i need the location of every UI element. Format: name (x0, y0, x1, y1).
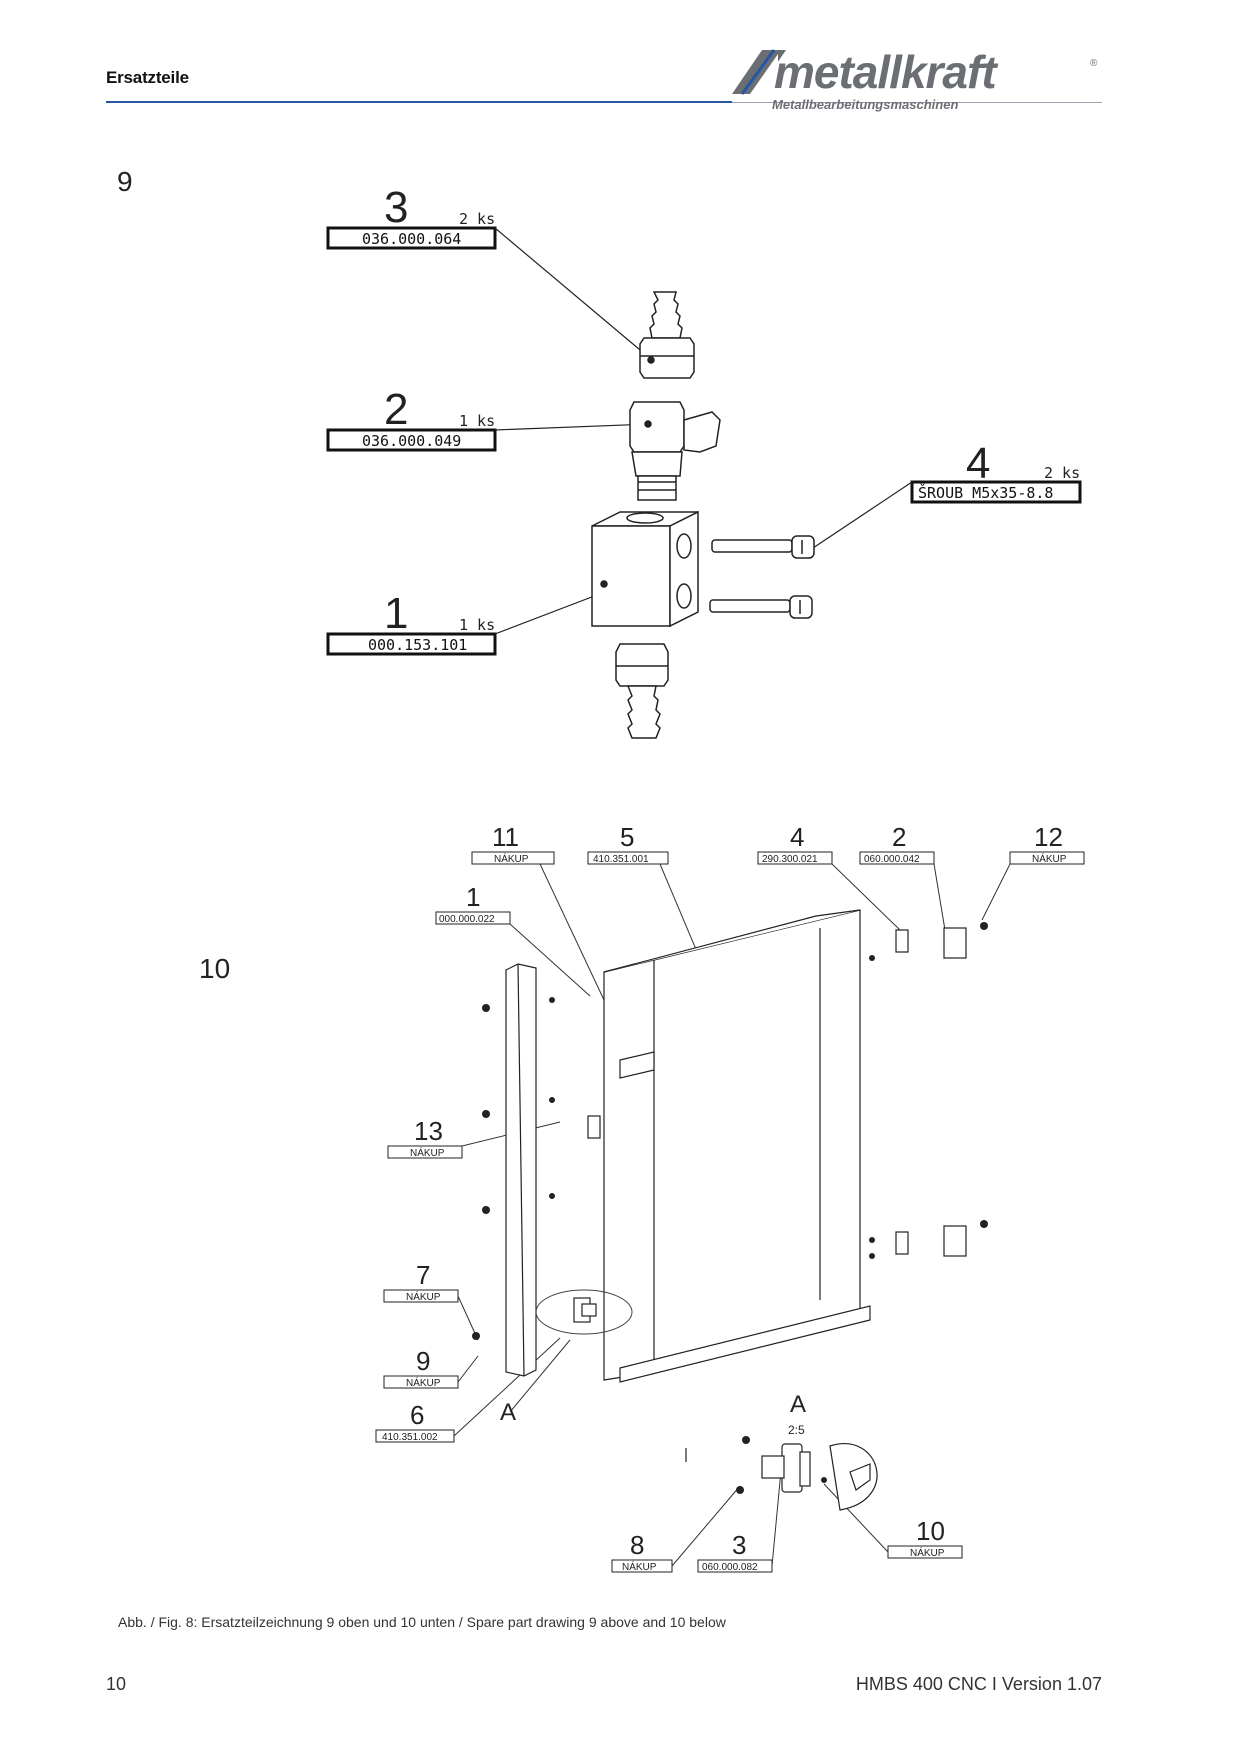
document-version: HMBS 400 CNC I Version 1.07 (855, 1674, 1102, 1694)
page-number: 10 (106, 1674, 127, 1694)
part-label-8: 8 NÁKUP (611, 1530, 673, 1573)
svg-text:1 ks: 1 ks (459, 616, 495, 634)
brand-logo: metallkraft ® Metallbearbeitungsmaschine… (732, 46, 1098, 112)
header-rule-grey (732, 102, 1102, 103)
drawing-9: 3 2 ks 036.000.064 2 1 ks 036.000.049 1 … (326, 183, 1082, 739)
svg-text:1: 1 (384, 589, 408, 638)
svg-text:410.351.002: 410.351.002 (382, 1432, 438, 1443)
hinge-upper (895, 927, 967, 959)
svg-text:13: 13 (414, 1116, 443, 1146)
section-title: Ersatzteile (106, 68, 189, 87)
brand-subtitle: Metallbearbeitungsmaschinen (772, 97, 958, 112)
svg-text:036.000.049: 036.000.049 (362, 432, 461, 450)
svg-text:5: 5 (620, 822, 634, 852)
detail-label-a: A (500, 1399, 516, 1426)
svg-text:NÁKUP: NÁKUP (910, 1546, 945, 1559)
svg-text:4: 4 (790, 822, 804, 852)
header-rule (106, 101, 732, 103)
svg-text:NÁKUP: NÁKUP (410, 1146, 445, 1159)
svg-text:NÁKUP: NÁKUP (406, 1290, 441, 1303)
svg-text:000.153.101: 000.153.101 (368, 636, 467, 654)
bolt-lower (709, 595, 813, 619)
part-label-3: 3 2 ks 036.000.064 (326, 183, 497, 250)
svg-text:10: 10 (916, 1516, 945, 1546)
latch-assembly (573, 1297, 597, 1323)
manifold-block (591, 510, 699, 628)
part-label-4: 4 2 ks ŠROUB M5x35-8.8 (910, 439, 1082, 504)
hinge-strip (505, 963, 537, 1377)
ball-valve (629, 401, 721, 501)
svg-text:036.000.064: 036.000.064 (362, 230, 461, 248)
part-label-2: 2 1 ks 036.000.049 (326, 385, 497, 452)
part-label-9: 9 NÁKUP (383, 1346, 459, 1389)
bolt-upper (711, 535, 815, 559)
brand-name: metallkraft (774, 46, 998, 98)
figure-caption: Abb. / Fig. 8: Ersatzteilzeichnung 9 obe… (118, 1614, 726, 1630)
svg-text:060.000.042: 060.000.042 (864, 854, 920, 865)
part-label-11: 11 NÁKUP (471, 822, 555, 865)
svg-text:ŠROUB M5x35-8.8: ŠROUB M5x35-8.8 (918, 483, 1053, 502)
svg-text:3: 3 (732, 1530, 746, 1560)
svg-text:2 ks: 2 ks (459, 210, 495, 228)
svg-text:1 ks: 1 ks (459, 412, 495, 430)
part-label-6: 6 410.351.002 (375, 1400, 455, 1443)
svg-text:410.351.001: 410.351.001 (593, 854, 649, 865)
brand-reg: ® (1090, 58, 1098, 69)
svg-text:2: 2 (892, 822, 906, 852)
svg-text:11: 11 (492, 822, 519, 852)
figure-number-9: 9 (117, 166, 133, 197)
part-label-7: 7 NÁKUP (383, 1260, 459, 1303)
svg-text:290.300.021: 290.300.021 (762, 854, 818, 865)
detail-a-view (685, 1443, 878, 1511)
detail-scale: 2:5 (788, 1423, 805, 1437)
svg-text:000.000.022: 000.000.022 (439, 914, 495, 925)
svg-text:NÁKUP: NÁKUP (406, 1376, 441, 1389)
svg-text:1: 1 (466, 882, 480, 912)
hose-fitting-upper (639, 291, 695, 379)
hinge-lower (895, 1225, 967, 1257)
drawing-10: 11 NÁKUP 5 410.351.001 4 290.300.021 2 0… (375, 822, 1085, 1573)
part-label-1: 1 1 ks 000.153.101 (326, 589, 497, 656)
screws (472, 922, 988, 1494)
svg-text:NÁKUP: NÁKUP (494, 852, 529, 865)
svg-text:2: 2 (384, 385, 408, 434)
detail-circle-a (535, 1289, 633, 1335)
part-label-3b: 3 060.000.082 (697, 1530, 773, 1573)
svg-text:3: 3 (384, 183, 408, 232)
detail-title-a: A (790, 1391, 806, 1418)
part-label-4b: 4 290.300.021 (757, 822, 833, 865)
logo-mark-icon (732, 49, 786, 95)
svg-text:8: 8 (630, 1530, 644, 1560)
svg-text:NÁKUP: NÁKUP (622, 1560, 657, 1573)
svg-text:7: 7 (416, 1260, 430, 1290)
part-label-2b: 2 060.000.042 (859, 822, 935, 865)
latch-small (587, 1115, 601, 1139)
svg-text:12: 12 (1034, 822, 1063, 852)
svg-text:060.000.082: 060.000.082 (702, 1562, 758, 1573)
svg-text:4: 4 (966, 439, 990, 488)
svg-text:6: 6 (410, 1400, 424, 1430)
svg-text:2 ks: 2 ks (1044, 464, 1080, 482)
door-panel (603, 909, 871, 1383)
part-label-12: 12 NÁKUP (1009, 822, 1085, 865)
part-label-5: 5 410.351.001 (587, 822, 669, 865)
hose-fitting-lower (615, 643, 669, 739)
part-label-1b: 1 000.000.022 (435, 882, 511, 925)
svg-text:NÁKUP: NÁKUP (1032, 852, 1067, 865)
part-label-10: 10 NÁKUP (887, 1516, 963, 1559)
part-label-13: 13 NÁKUP (387, 1116, 463, 1159)
figure-number-10: 10 (199, 953, 231, 984)
svg-text:9: 9 (416, 1346, 430, 1376)
